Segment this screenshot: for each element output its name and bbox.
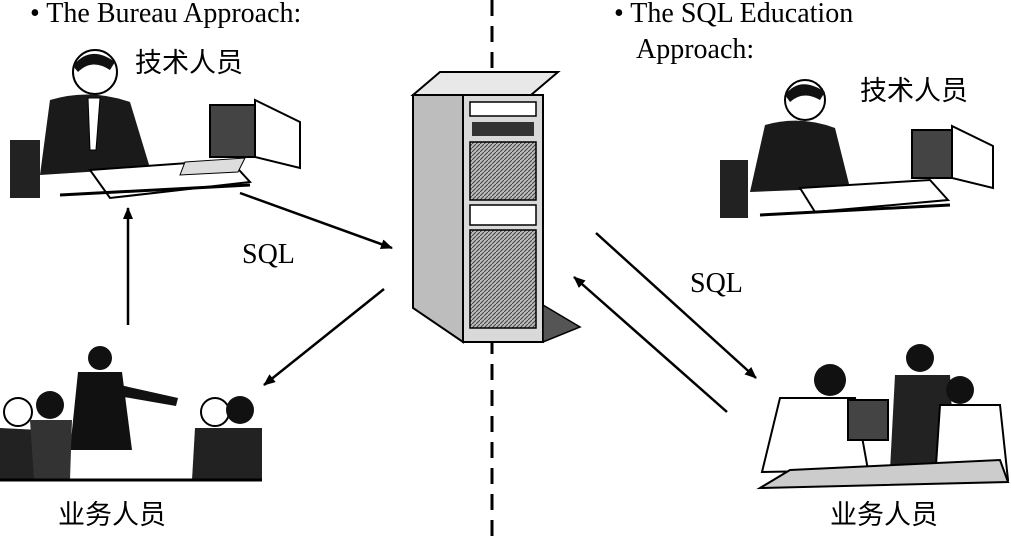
arrow-tech-to-server <box>239 191 393 250</box>
right-business-group-icon <box>756 344 1010 490</box>
right-heading-line1: • The SQL Education <box>614 0 854 29</box>
right-tech-label: 技术人员 <box>860 76 968 107</box>
right-sql-label: SQL <box>690 268 743 299</box>
right-heading-line2: Approach: <box>636 34 755 65</box>
left-tech-worker-icon <box>10 49 301 200</box>
left-tech-label: 技术人员 <box>135 48 243 79</box>
left-heading: • The Bureau Approach: <box>30 0 302 29</box>
left-business-label: 业务人员 <box>58 500 166 531</box>
right-business-label: 业务人员 <box>830 500 938 531</box>
left-business-group-icon <box>0 346 262 482</box>
left-sql-label: SQL <box>242 239 295 270</box>
arrow-server-to-business-right <box>595 232 757 379</box>
arrow-server-to-business-left <box>263 288 385 386</box>
arrows <box>123 191 757 413</box>
right-tech-worker-icon <box>720 79 994 218</box>
arrow-business-to-server-right <box>573 276 728 413</box>
server-tower-icon <box>410 71 582 344</box>
